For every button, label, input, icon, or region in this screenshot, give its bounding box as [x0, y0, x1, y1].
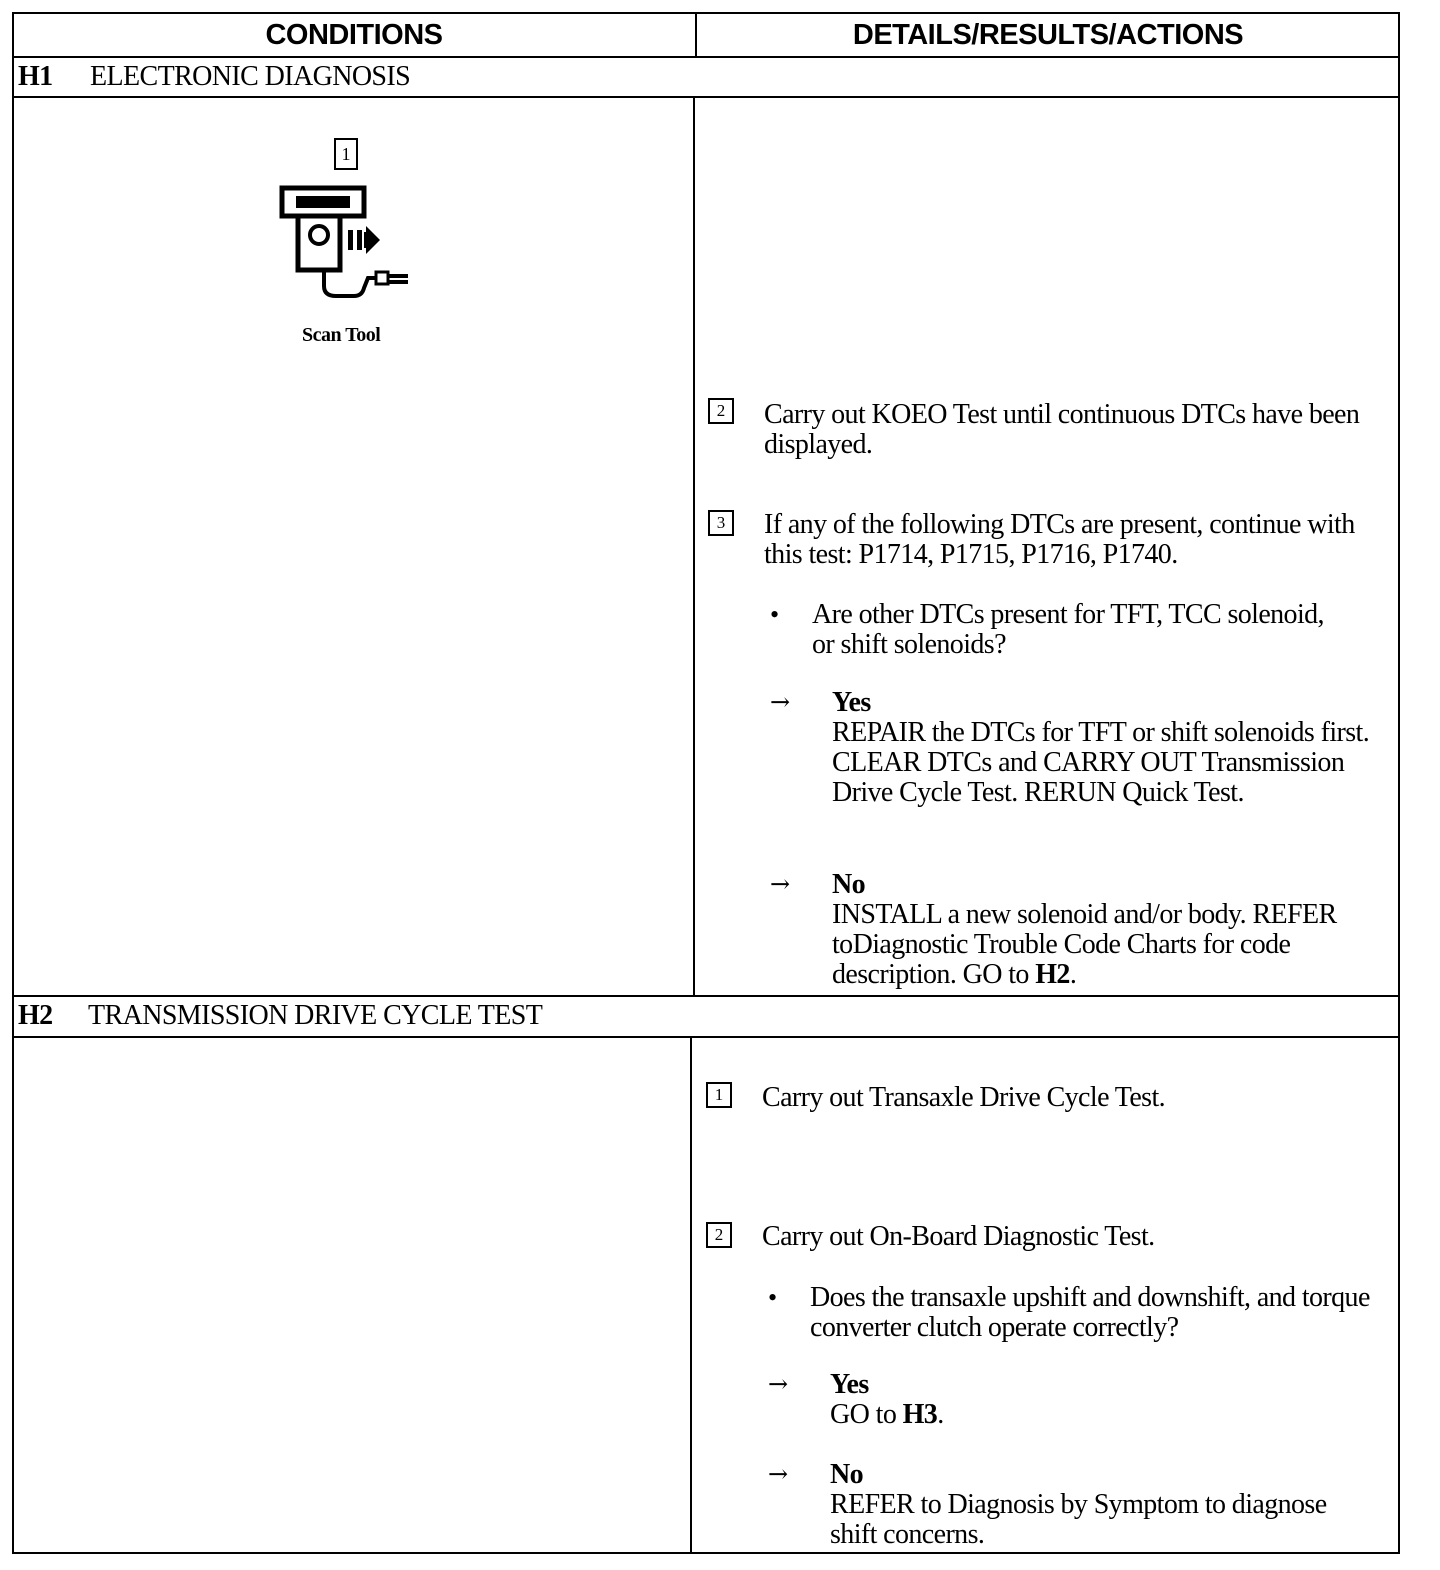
yes-result: Yes REPAIR the DTCs for TFT or shift sol…: [832, 688, 1392, 808]
no-result: No INSTALL a new solenoid and/or body. R…: [832, 870, 1372, 990]
procedure-table: [12, 12, 1400, 1554]
arrow-icon: →: [770, 870, 791, 898]
test-question: Are other DTCs present for TFT, TCC sole…: [812, 599, 1325, 660]
arrow-icon: →: [768, 1460, 789, 1488]
step-text: If any of the following DTCs are present…: [764, 509, 1355, 570]
goto-reference[interactable]: H2: [1035, 959, 1070, 990]
details-column-header: DETAILS/RESULTS/ACTIONS: [852, 18, 1244, 51]
scan-tool-caption: Scan Tool: [302, 324, 381, 346]
step-number-box: 1: [706, 1082, 732, 1108]
divider: [12, 1036, 1400, 1038]
arrow-icon: →: [770, 688, 791, 716]
result-label: Yes: [830, 1369, 869, 1400]
result-action: REFER to Diagnosis by Symptom to diagnos…: [830, 1489, 1327, 1550]
divider: [693, 96, 695, 996]
step-text: Carry out Transaxle Drive Cycle Test.: [762, 1082, 1166, 1113]
yes-result: Yes GO to H3.: [830, 1370, 1370, 1430]
punctuation: .: [1069, 959, 1077, 990]
step-number-box: 1: [334, 138, 358, 170]
test-question: Does the transaxle upshift and downshift…: [810, 1282, 1370, 1343]
bullet-glyph: •: [768, 1283, 778, 1312]
divider: [12, 995, 1400, 997]
divider: [690, 1036, 692, 1554]
punctuation: .: [937, 1399, 944, 1430]
arrow-icon: →: [768, 1370, 789, 1398]
divider: [12, 56, 1400, 58]
step-text: Carry out On-Board Diagnostic Test.: [762, 1221, 1155, 1252]
bullet-glyph: •: [770, 600, 780, 629]
section-heading-h2: H2 TRANSMISSION DRIVE CYCLE TEST: [18, 998, 543, 1034]
result-label: No: [832, 869, 866, 900]
result-label: No: [830, 1459, 864, 1490]
step-number-box: 2: [708, 398, 734, 424]
result-action: REPAIR the DTCs for TFT or shift solenoi…: [832, 717, 1370, 808]
no-result: No REFER to Diagnosis by Symptom to diag…: [830, 1460, 1330, 1550]
section-title: TRANSMISSION DRIVE CYCLE TEST: [88, 1000, 543, 1031]
divider: [695, 12, 697, 58]
scan-tool-icon: [279, 185, 408, 298]
section-id: H1: [18, 61, 53, 92]
divider: [12, 96, 1400, 98]
section-id: H2: [18, 1000, 53, 1031]
section-heading-h1: H1 ELECTRONIC DIAGNOSIS: [18, 59, 411, 95]
result-action: GO to: [830, 1399, 903, 1430]
result-label: Yes: [832, 687, 871, 718]
step-text: Carry out KOEO Test until continuous DTC…: [764, 399, 1360, 460]
step-number-box: 3: [708, 510, 734, 536]
section-title: ELECTRONIC DIAGNOSIS: [90, 61, 411, 92]
result-action: INSTALL a new solenoid and/or body. REFE…: [832, 899, 1337, 990]
step-number-box: 2: [706, 1222, 732, 1248]
conditions-column-header: CONDITIONS: [265, 18, 443, 51]
goto-reference[interactable]: H3: [902, 1399, 938, 1430]
